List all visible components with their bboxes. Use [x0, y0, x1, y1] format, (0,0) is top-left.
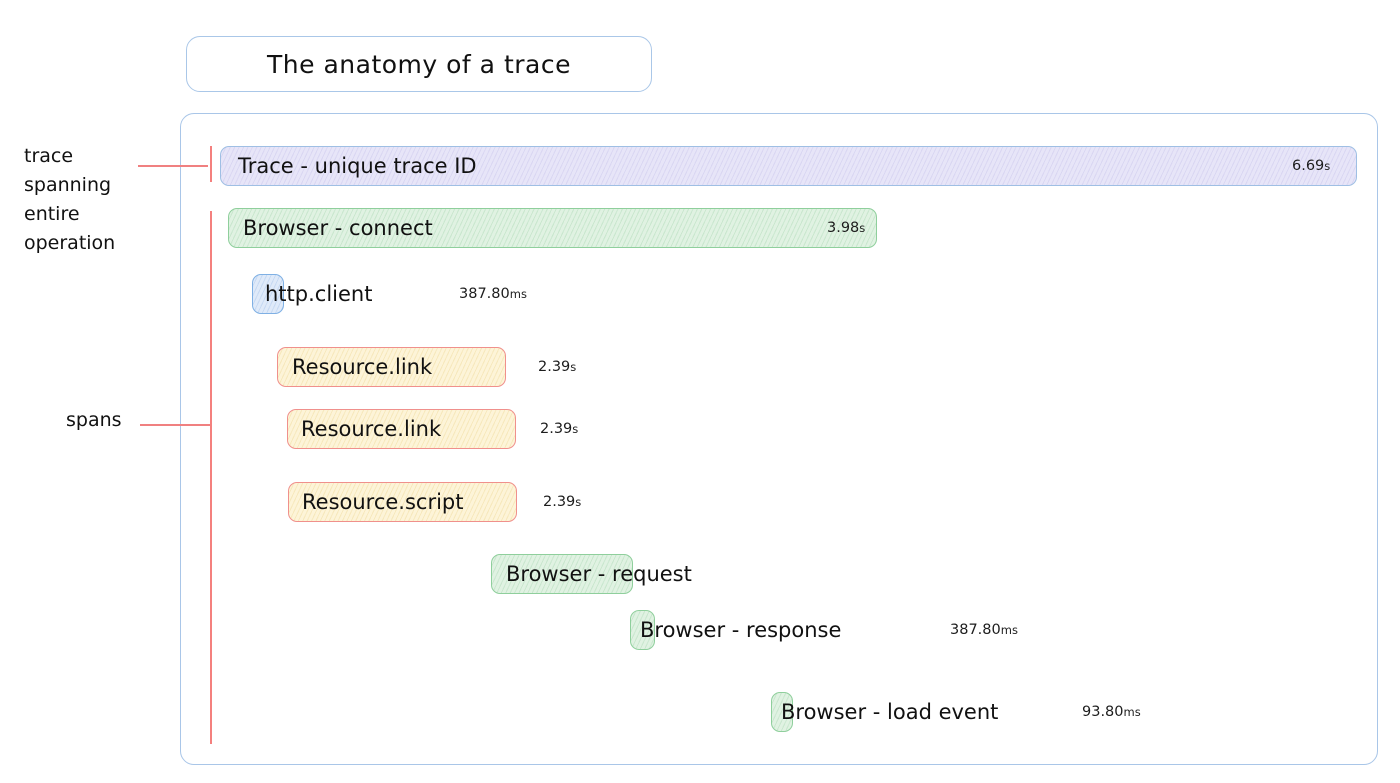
- resource-script-bar[interactable]: [288, 482, 517, 522]
- trace-bracket: [210, 146, 213, 182]
- http-client-duration: 387.80ms: [459, 286, 527, 302]
- trace-leader-line: [138, 165, 208, 167]
- resource-link-bar-2[interactable]: [287, 409, 516, 449]
- browser-connect-bar[interactable]: [228, 208, 877, 248]
- http-client-bar[interactable]: [252, 274, 284, 314]
- title-card: The anatomy of a trace: [186, 36, 652, 92]
- resource-script-duration: 2.39s: [543, 494, 582, 510]
- spans-bracket: [210, 211, 213, 744]
- browser-load-event-duration: 93.80ms: [1082, 704, 1141, 720]
- browser-load-event-bar[interactable]: [771, 692, 793, 732]
- spans-annotation-label: spans: [66, 409, 122, 431]
- resource-link-duration-1: 2.39s: [538, 359, 577, 375]
- trace-annotation-label: trace spanning entire operation: [24, 145, 116, 254]
- trace-bar[interactable]: [220, 146, 1357, 186]
- resource-link-duration-2: 2.39s: [540, 421, 579, 437]
- browser-response-duration: 387.80ms: [950, 622, 1018, 638]
- browser-connect-duration: 3.98s: [827, 220, 866, 236]
- browser-request-bar[interactable]: [491, 554, 633, 594]
- resource-link-bar-1[interactable]: [277, 347, 506, 387]
- trace-duration: 6.69s: [1292, 158, 1331, 174]
- spans-leader-line: [140, 424, 212, 426]
- browser-response-bar[interactable]: [630, 610, 655, 650]
- page-title: The anatomy of a trace: [267, 49, 571, 79]
